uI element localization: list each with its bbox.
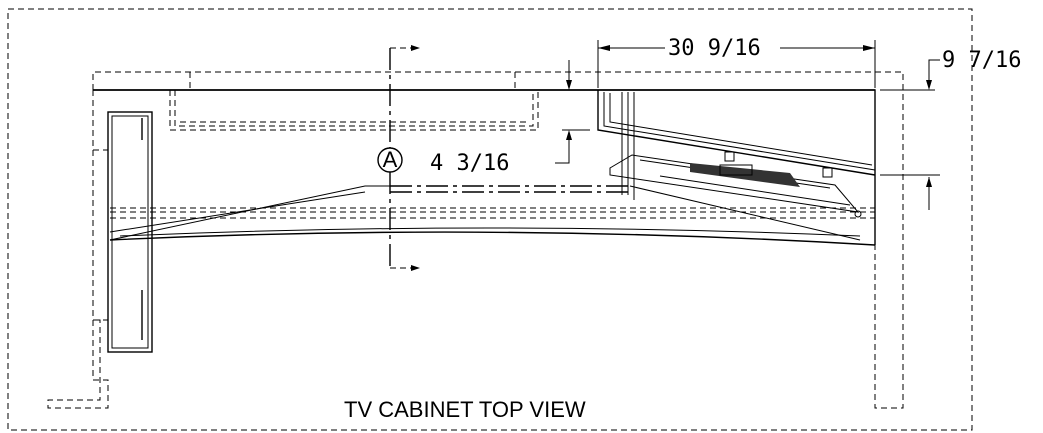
swing-arc-left-2 (109, 191, 366, 233)
tv-tray-label-plate (719, 164, 753, 176)
dim-left-arrow-top (566, 80, 572, 90)
shelf-dashed (110, 207, 875, 219)
dim-top-arrow-right (863, 45, 875, 51)
dim-right-arrow-top (926, 80, 932, 90)
right-panel-slats (621, 92, 635, 200)
dim-width-top: 30 9/16 (668, 36, 761, 61)
dim-right-arrow-bottom (926, 177, 932, 187)
tv-tray-pivot (854, 210, 862, 218)
dim-depth-right: 9 7/16 (942, 48, 1021, 73)
left-door-dashed (93, 149, 108, 321)
swing-arc-left (109, 185, 390, 241)
right-panel-inner (603, 92, 876, 171)
dim-left-arrow-bottom (566, 130, 572, 140)
bottom-curve-2 (109, 231, 876, 246)
dim-top-arrow-left (598, 45, 610, 51)
center-dashdot-rail (390, 185, 630, 193)
section-arrow-top (411, 45, 420, 51)
cabinet-footprint-dashed (47, 71, 904, 409)
cabinet-top-dashed-edge (189, 72, 516, 90)
dim-offset-left: 4 3/16 (430, 151, 509, 176)
dim-left-leader-bottom (555, 132, 570, 164)
right-panel-frame (597, 90, 876, 176)
section-arrow-bottom (411, 265, 420, 271)
top-drawer-dashed (169, 90, 539, 131)
section-marker-circle (377, 147, 403, 173)
dim-right-leader-top (928, 59, 940, 88)
outer-dashed-border (7, 8, 973, 431)
tv-tray-bolt-right (822, 167, 833, 178)
left-door-panel (107, 111, 153, 353)
tv-tray (609, 154, 860, 213)
bottom-curve (119, 227, 861, 237)
section-marker-label: A (383, 147, 398, 172)
swing-arc-right (629, 185, 861, 241)
tv-tray-bolt-left (724, 151, 735, 162)
drawing-title: TV CABINET TOP VIEW (344, 397, 586, 422)
